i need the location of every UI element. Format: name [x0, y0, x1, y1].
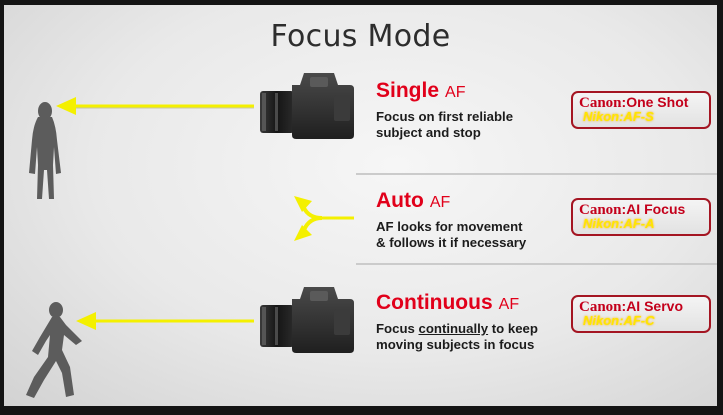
- page-title: Focus Mode: [270, 19, 451, 54]
- brand-equivalents-continuous: Canon:AI Servo Nikon:AF-C: [571, 295, 711, 333]
- canon-brand: Canon: [579, 202, 622, 218]
- nikon-mode: :AF-C: [619, 313, 655, 328]
- arrow-single: [56, 97, 254, 115]
- mode-description-auto: AF looks for movement & follows it if ne…: [376, 219, 526, 251]
- mode-suffix: AF: [498, 296, 520, 313]
- description-line: AF looks for movement: [376, 219, 523, 234]
- running-person-icon: [26, 302, 82, 398]
- mode-description-continuous: Focus continually to keep moving subject…: [376, 321, 538, 353]
- mode-heading-continuous: Continuous AF: [376, 291, 519, 315]
- mode-name: Continuous: [376, 291, 493, 314]
- mode-suffix: AF: [445, 84, 466, 101]
- description-line: moving subjects in focus: [376, 337, 535, 352]
- nikon-brand: Nikon: [583, 109, 620, 124]
- mode-heading-single: Single AF: [376, 79, 465, 103]
- canon-mode: :AI Focus: [621, 201, 686, 217]
- mode-suffix: AF: [429, 194, 451, 211]
- brand-equivalents-single: Canon:One Shot Nikon:AF-S: [571, 91, 711, 129]
- mode-name: Single: [376, 79, 440, 102]
- canon-mode: :One Shot: [621, 94, 689, 110]
- arrow-continuous: [76, 312, 254, 330]
- canon-brand: Canon: [579, 95, 622, 111]
- description-line: Focus on first reliable: [376, 109, 514, 124]
- camera-icon: [260, 73, 354, 139]
- mode-description-single: Focus on first reliable subject and stop: [376, 109, 513, 141]
- camera-icon-2: [260, 287, 354, 353]
- nikon-brand: Nikon: [583, 216, 620, 231]
- divider-bottom: [356, 263, 717, 265]
- mode-name: Auto: [376, 189, 424, 212]
- description-line: Focus continually to keep: [376, 321, 538, 336]
- description-line: subject and stop: [376, 125, 481, 140]
- canon-brand: Canon: [579, 299, 622, 315]
- canon-mode: :AI Servo: [621, 298, 683, 314]
- nikon-mode: :AF-S: [619, 109, 654, 124]
- divider-top: [356, 173, 717, 175]
- emphasized-word: continually: [418, 321, 489, 336]
- nikon-brand: Nikon: [583, 313, 620, 328]
- description-line: & follows it if necessary: [376, 235, 527, 250]
- split-arrow-icon: [294, 196, 354, 241]
- diagram-graphics: [26, 73, 354, 398]
- mode-heading-auto: Auto AF: [376, 189, 450, 213]
- nikon-mode: :AF-A: [619, 216, 655, 231]
- brand-equivalents-auto: Canon:AI Focus Nikon:AF-A: [571, 198, 711, 236]
- standing-person-icon: [29, 102, 61, 199]
